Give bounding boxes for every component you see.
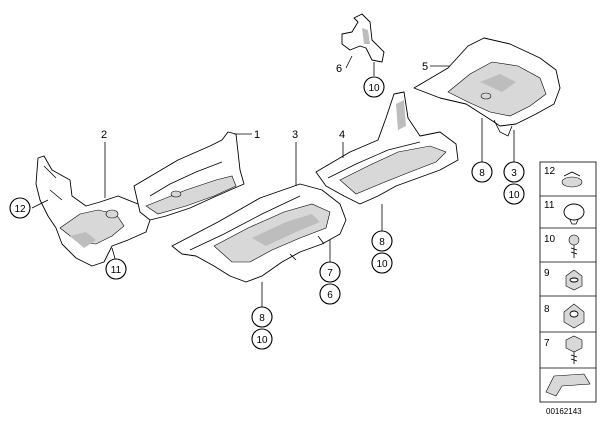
- part-6-bracket[interactable]: [341, 13, 385, 63]
- callout-8-bottom[interactable]: 8: [251, 306, 273, 328]
- legend-label-10: 10: [544, 234, 556, 245]
- callout-10-mid[interactable]: 10: [371, 252, 393, 274]
- callout-10-top[interactable]: 10: [363, 76, 385, 98]
- label-3: 3: [292, 129, 298, 141]
- part-2-heat-shield[interactable]: [35, 155, 151, 267]
- callout-7-text: 7: [327, 268, 333, 279]
- callout-8-bottom-text: 8: [259, 313, 265, 324]
- label-1: 1: [254, 129, 260, 141]
- screw-icon: [568, 234, 580, 246]
- callout-8-mid[interactable]: 8: [371, 230, 393, 252]
- callout-11-text: 11: [111, 265, 122, 276]
- callout-10-right-text: 10: [508, 190, 520, 201]
- plug-icon: [563, 203, 585, 221]
- clip-icon: [561, 176, 583, 188]
- shield-part-icon: [545, 373, 591, 397]
- callout-6[interactable]: 6: [319, 283, 341, 305]
- callout-8-mid-text: 8: [379, 237, 385, 248]
- label-2: 2: [101, 129, 107, 141]
- legend-label-9: 9: [544, 268, 550, 279]
- legend-label-8: 8: [544, 304, 550, 315]
- callout-10-top-text: 10: [368, 83, 380, 94]
- legend-item-11[interactable]: 11: [544, 200, 585, 225]
- callout-8-right[interactable]: 8: [471, 161, 493, 183]
- legend-item-7[interactable]: 7: [544, 335, 583, 364]
- callout-7[interactable]: 7: [319, 261, 341, 283]
- callout-10-right[interactable]: 10: [503, 183, 525, 205]
- legend-item-10[interactable]: 10: [544, 234, 580, 258]
- leader-c12: [31, 199, 49, 209]
- callout-12-text: 12: [14, 204, 26, 215]
- label-5: 5: [422, 61, 428, 73]
- label-6: 6: [336, 63, 342, 75]
- callout-10-bottom[interactable]: 10: [251, 328, 273, 350]
- callout-11[interactable]: 11: [105, 258, 127, 280]
- callout-8-right-text: 8: [479, 168, 485, 179]
- callout-10-mid-text: 10: [376, 259, 388, 270]
- legend-item-9[interactable]: 9: [544, 268, 583, 291]
- fastener-legend: 12 11 10 9 8 7: [539, 161, 597, 403]
- legend-item-shield[interactable]: [545, 373, 591, 397]
- part-4-heat-shield[interactable]: [315, 91, 459, 205]
- legend-label-7: 7: [544, 338, 550, 349]
- callout-12[interactable]: 12: [9, 197, 31, 219]
- legend-item-12[interactable]: 12: [544, 166, 583, 188]
- legend-item-8[interactable]: 8: [544, 303, 585, 329]
- part-3-heat-shield[interactable]: [171, 183, 347, 283]
- hex-bolt-icon: [565, 335, 583, 353]
- label-4: 4: [339, 129, 345, 141]
- document-number: 00162143: [546, 407, 582, 416]
- part-1-heat-shield[interactable]: [133, 131, 245, 221]
- callout-6-text: 6: [327, 290, 333, 301]
- leader-6: [345, 55, 353, 69]
- part-5-heat-shield[interactable]: [413, 37, 561, 137]
- callout-3-right[interactable]: 3: [503, 161, 525, 183]
- legend-label-12: 12: [544, 166, 556, 177]
- legend-label-11: 11: [544, 200, 555, 211]
- callout-3-right-text: 3: [511, 168, 517, 179]
- callout-10-bottom-text: 10: [256, 335, 268, 346]
